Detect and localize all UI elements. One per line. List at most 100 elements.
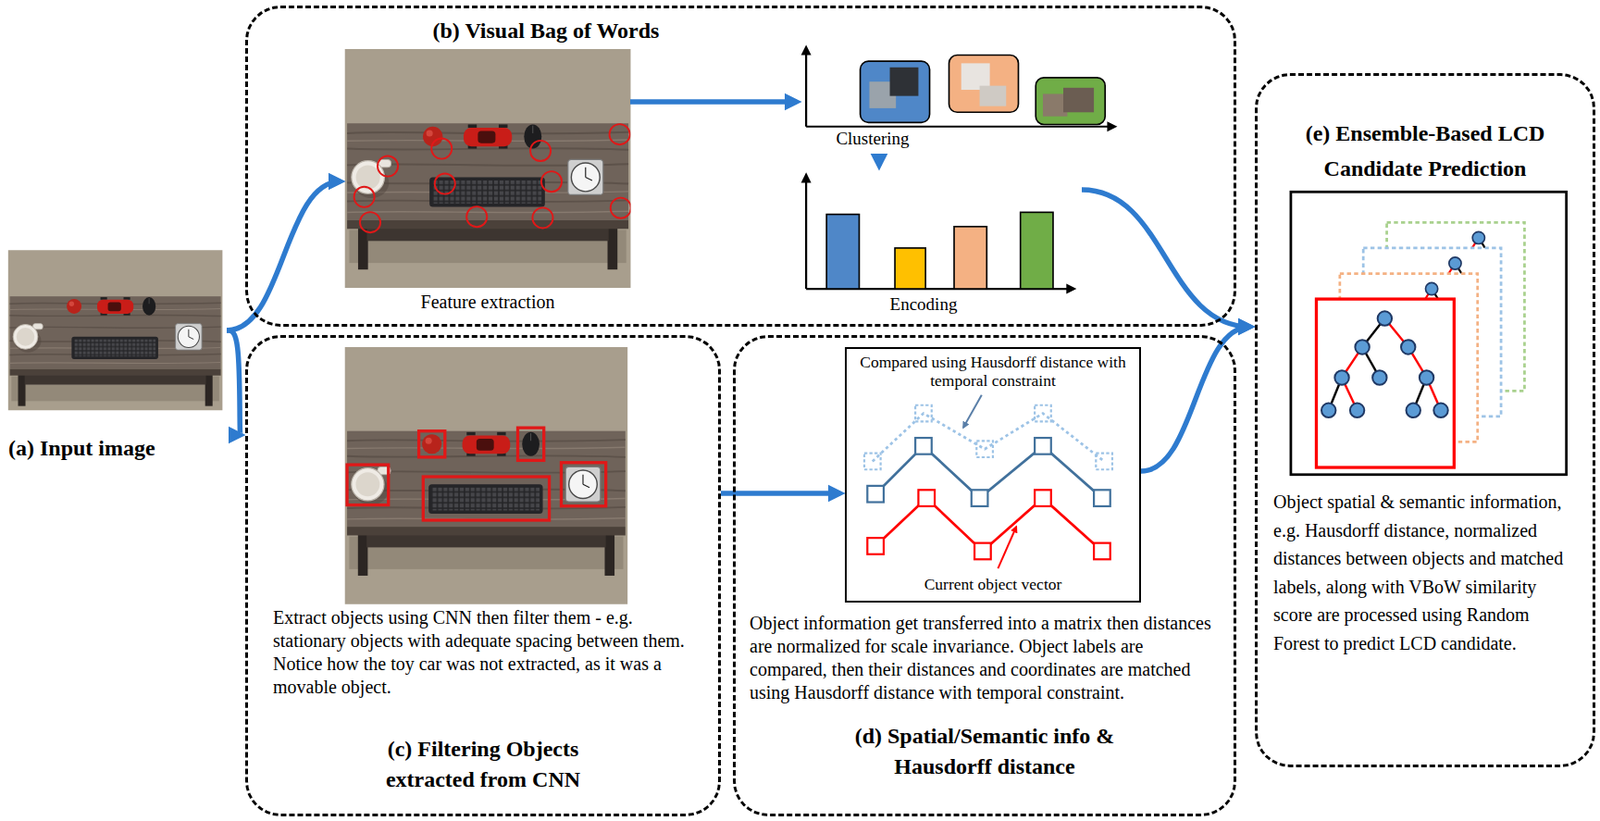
clustering-plot — [801, 45, 1118, 133]
random-forest-icon-part — [1328, 318, 1441, 410]
clustering-plot-part — [860, 61, 931, 123]
object-vector-plot-part — [867, 437, 1110, 507]
node-text-block: Current object vector — [852, 574, 1134, 594]
random-forest-icon-part — [1315, 298, 1454, 468]
clustering-plot-part — [801, 45, 812, 56]
keypoint-circles-part — [609, 124, 631, 145]
node-text-block: (d) Spatial/Semantic info & Hausdorff di… — [831, 720, 1138, 782]
flow-arrow — [876, 155, 882, 166]
random-forest-icon-part-part — [1419, 370, 1434, 385]
cnn-photo-art-part — [235, 225, 736, 726]
keypoint-circles-part — [530, 140, 551, 162]
random-forest-icon-part-part — [1350, 403, 1365, 418]
keypoint-circles-part — [466, 206, 487, 227]
random-forest-icon — [1290, 191, 1567, 474]
node-text: Extract objects using CNN then filter th… — [272, 606, 708, 699]
object-vector-plot-part — [963, 395, 982, 428]
encoding-chart: Encoding — [801, 170, 1082, 322]
encoding-histogram-part — [801, 172, 812, 183]
node-text: Feature extraction — [345, 291, 631, 312]
keypoint-circles-part — [610, 198, 632, 219]
object-boxes-part — [560, 462, 606, 507]
clustering-plot-part — [949, 55, 1019, 113]
node-text-block: (c) Filtering Objects extracted from CNN — [344, 733, 622, 795]
node-text: Object information get transferred into … — [749, 611, 1224, 705]
encoding-histogram-part — [1066, 284, 1077, 295]
object-vector-plot-part-part — [974, 543, 992, 560]
encoding-histogram-part — [806, 179, 1069, 289]
object-vector-plot-part-part — [867, 537, 884, 555]
hausdorff-panel: Object information get transferred into … — [732, 334, 1237, 817]
object-boxes-part — [419, 431, 446, 458]
random-forest-icon-part-part — [1334, 370, 1349, 385]
feature-photo-node: Feature extraction — [345, 49, 631, 320]
encoding-histogram-part — [826, 214, 859, 289]
input-photo — [0, 140, 305, 521]
object-boxes-part — [518, 427, 545, 460]
node-text: (a) Input image — [8, 434, 227, 461]
object-vector-plot-part — [872, 413, 1104, 462]
node-text: (e) Ensemble-Based LCD Candidate Predict… — [1286, 115, 1564, 187]
object-vector-plot-part-part — [1093, 543, 1111, 560]
clustering-plot-part — [890, 67, 919, 97]
random-forest-icon-part-part — [1401, 339, 1415, 354]
hausdorff-chart: Compared using Hausdorff distance with t… — [844, 347, 1142, 603]
object-vector-plot-part-part — [915, 405, 932, 422]
random-forest-icon-part-part — [1321, 403, 1336, 418]
random-forest-icon-part — [1425, 282, 1438, 295]
random-forest-icon-part-part — [1433, 403, 1448, 418]
keypoint-circles-part — [434, 173, 456, 195]
node-text: Clustering — [801, 128, 944, 149]
object-vector-plot-part-part — [976, 440, 993, 458]
node-text-block: Object spatial & semantic information, e… — [1273, 487, 1579, 658]
filtering-panel: Extract objects using CNN then filter th… — [245, 334, 721, 817]
flow-arrow — [226, 330, 241, 435]
keypoint-circles-part — [377, 156, 398, 177]
keypoint-circles-part — [532, 207, 553, 228]
vbow-panel: (b) Visual Bag of WordsFeature extractio… — [245, 5, 1237, 327]
clustering-plot-part — [806, 50, 1111, 127]
random-forest-icon-part-part — [1354, 339, 1369, 354]
object-vector-plot-part-part — [915, 437, 932, 455]
object-vector-plot-part-part — [1034, 437, 1052, 455]
keypoint-circles-part — [359, 211, 381, 233]
object-vector-plot — [864, 395, 1113, 569]
object-boxes-part — [347, 464, 389, 505]
random-forest-icon-part-part — [1372, 370, 1387, 385]
keypoint-circles-part — [431, 138, 452, 160]
clustering-plot-part — [1063, 87, 1094, 112]
object-vector-plot-part-part — [864, 453, 881, 471]
random-forest-icon-part-part — [1406, 403, 1421, 418]
encoding-histogram-part — [894, 248, 926, 289]
object-vector-plot-part-part — [971, 489, 989, 507]
flow-arrow — [720, 490, 841, 497]
object-boxes-part — [422, 476, 549, 521]
encoding-histogram-part — [1020, 211, 1054, 289]
random-forest-icon-part — [1472, 231, 1485, 244]
clustering-plot-part — [1106, 121, 1117, 132]
flow-arrow — [630, 99, 797, 105]
clustering-plot-part — [1035, 77, 1105, 125]
encoding-histogram — [801, 172, 1078, 294]
object-vector-plot-part-part — [1093, 489, 1111, 507]
clustering-chart: Clustering — [801, 49, 1117, 156]
random-forest-icon-part — [1290, 191, 1567, 474]
keypoint-circles — [354, 124, 632, 233]
cnn-photo-art — [235, 225, 736, 726]
keypoint-circles-part — [541, 171, 562, 192]
node-text: Encoding — [801, 294, 1046, 314]
object-vector-plot-part — [864, 405, 1113, 470]
object-vector-plot-part-part — [1034, 405, 1052, 422]
object-vector-plot-part — [997, 526, 1017, 569]
random-forest-icon-part-part — [1377, 310, 1392, 325]
random-forest-icon-part — [1449, 257, 1462, 270]
ensemble-panel: (e) Ensemble-Based LCD Candidate Predict… — [1254, 73, 1596, 768]
clustering-plot-part — [979, 86, 1007, 107]
object-boxes — [347, 427, 607, 521]
input-image-node: (a) Input image — [4, 248, 227, 472]
object-vector-plot-part — [867, 489, 1110, 559]
encoding-histogram-part — [954, 226, 987, 289]
object-vector-plot-part-part — [1095, 453, 1113, 471]
flow-arrow — [226, 181, 341, 331]
